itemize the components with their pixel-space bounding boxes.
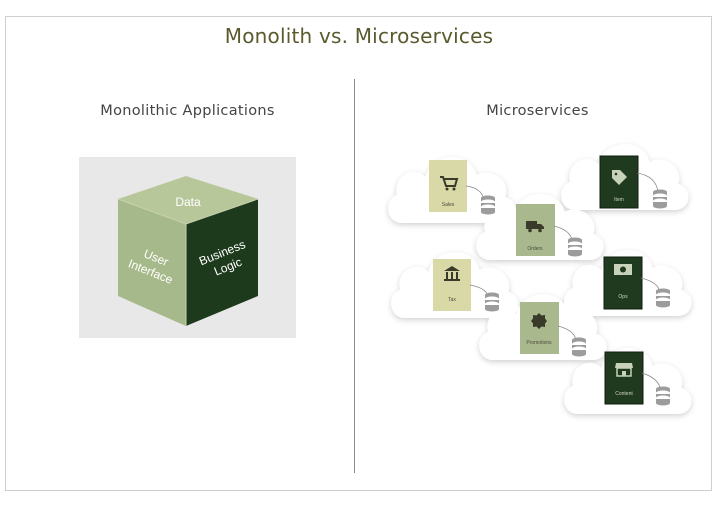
service-label-ops: Ops bbox=[618, 294, 628, 300]
diagram-title: Monolith vs. Microservices bbox=[224, 24, 494, 48]
microservices-heading: Microservices bbox=[486, 103, 589, 119]
tag-icon bbox=[612, 170, 627, 185]
bank-icon bbox=[444, 266, 460, 281]
service-label-sales: Sales bbox=[442, 202, 455, 208]
service-label-item: Item bbox=[614, 197, 624, 203]
center-divider bbox=[354, 79, 355, 473]
service-tax: Tax bbox=[433, 259, 499, 312]
store-icon bbox=[615, 363, 633, 377]
cube-right-face bbox=[186, 199, 258, 326]
cart-icon bbox=[440, 176, 459, 191]
cube-top-label: Data bbox=[175, 195, 201, 209]
service-label-tax: Tax bbox=[448, 297, 456, 303]
service-label-promotions: Promotions bbox=[526, 340, 552, 346]
truck-icon bbox=[526, 221, 544, 233]
service-content: Content bbox=[604, 351, 670, 406]
service-promotions: Promotions bbox=[520, 302, 586, 357]
cube-top-face bbox=[118, 176, 258, 224]
badge-icon bbox=[531, 313, 547, 329]
service-ops: Ops bbox=[603, 256, 670, 310]
service-sales: Sales bbox=[429, 160, 495, 215]
service-label-orders: Orders bbox=[527, 246, 543, 252]
service-item: Item bbox=[599, 155, 667, 209]
cube-left-face bbox=[118, 199, 186, 326]
money-icon bbox=[614, 264, 632, 275]
service-orders: Orders bbox=[516, 204, 582, 257]
service-label-content: Content bbox=[615, 391, 633, 397]
monolith-heading: Monolithic Applications bbox=[100, 103, 275, 119]
